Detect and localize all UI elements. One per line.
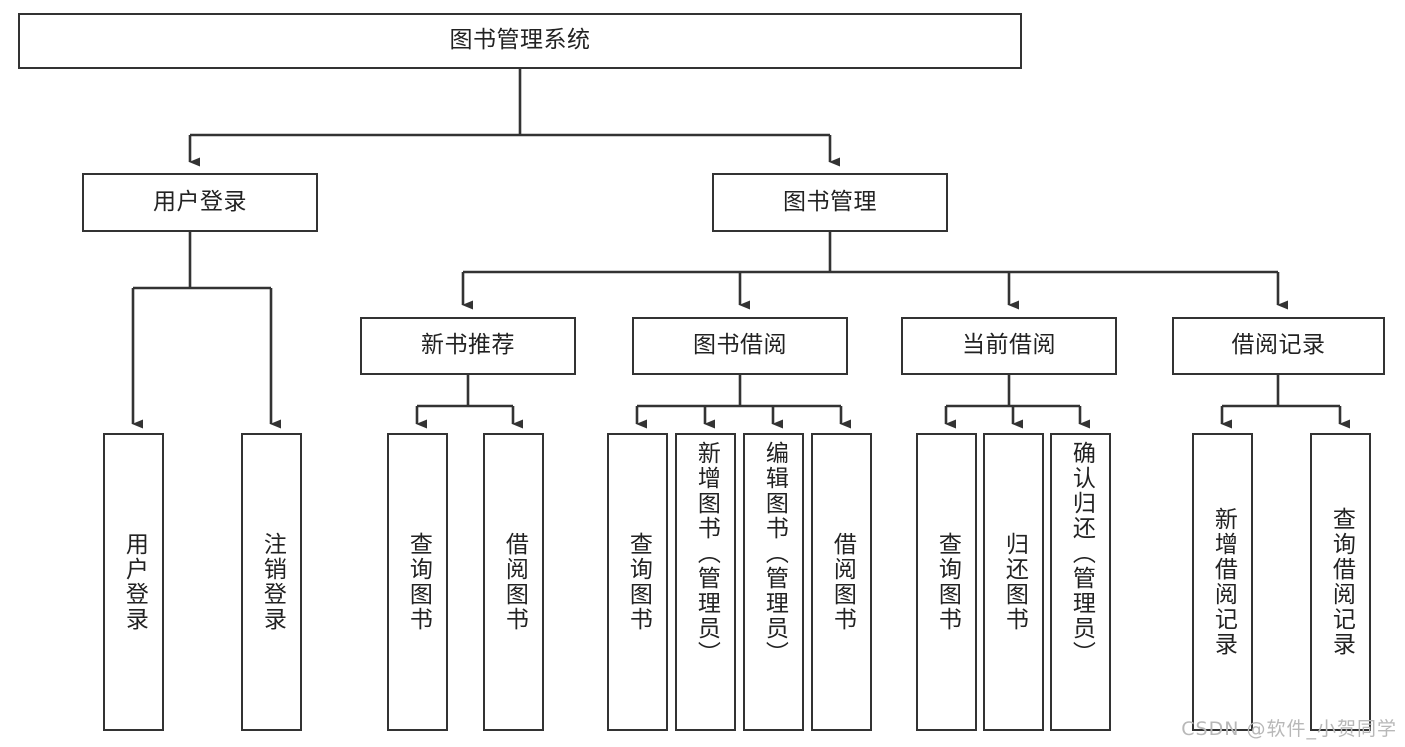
node-leaf-query-book-2-label: 查询图书: [625, 532, 652, 632]
node-leaf-add-book-label: 新增图书（管理员）: [693, 441, 720, 666]
node-current-borrow[interactable]: 当前借阅: [901, 317, 1117, 375]
node-leaf-edit-book-label: 编辑图书（管理员）: [761, 441, 788, 666]
node-borrow-record[interactable]: 借阅记录: [1172, 317, 1385, 375]
node-book-borrow-label: 图书借阅: [693, 332, 787, 359]
node-borrow-record-label: 借阅记录: [1231, 332, 1326, 359]
node-leaf-query-record[interactable]: 查询借阅记录: [1310, 433, 1371, 731]
node-leaf-query-book-1[interactable]: 查询图书: [387, 433, 448, 731]
node-root-label: 图书管理系统: [449, 27, 591, 54]
node-root[interactable]: 图书管理系统: [18, 13, 1022, 69]
node-leaf-add-book[interactable]: 新增图书（管理员）: [675, 433, 736, 731]
node-leaf-logout-login-label: 注销登录: [259, 532, 286, 632]
node-book-borrow[interactable]: 图书借阅: [632, 317, 848, 375]
node-book-management[interactable]: 图书管理: [712, 173, 948, 232]
node-leaf-borrow-book-2-label: 借阅图书: [829, 532, 856, 632]
node-leaf-query-book-2[interactable]: 查询图书: [607, 433, 668, 731]
node-new-book-recommend[interactable]: 新书推荐: [360, 317, 576, 375]
node-leaf-borrow-book-1-label: 借阅图书: [501, 532, 528, 632]
watermark-label: CSDN @软件_小贺同学: [1181, 718, 1397, 740]
node-leaf-edit-book[interactable]: 编辑图书（管理员）: [743, 433, 804, 731]
node-leaf-logout-login[interactable]: 注销登录: [241, 433, 302, 731]
node-leaf-add-record[interactable]: 新增借阅记录: [1192, 433, 1253, 731]
node-leaf-query-record-label: 查询借阅记录: [1328, 507, 1355, 657]
node-leaf-user-login[interactable]: 用户登录: [103, 433, 164, 731]
node-leaf-confirm-return-label: 确认归还（管理员）: [1068, 441, 1095, 666]
node-current-borrow-label: 当前借阅: [962, 332, 1056, 359]
node-leaf-query-book-3-label: 查询图书: [934, 532, 961, 632]
node-leaf-return-book-label: 归还图书: [1001, 532, 1028, 632]
node-leaf-borrow-book-2[interactable]: 借阅图书: [811, 433, 872, 731]
node-leaf-return-book[interactable]: 归还图书: [983, 433, 1044, 731]
node-leaf-query-book-1-label: 查询图书: [405, 532, 432, 632]
node-new-book-recommend-label: 新书推荐: [421, 332, 515, 359]
node-user-login-label: 用户登录: [153, 188, 247, 215]
node-leaf-borrow-book-1[interactable]: 借阅图书: [483, 433, 544, 731]
node-book-management-label: 图书管理: [783, 188, 877, 215]
node-leaf-user-login-label: 用户登录: [121, 532, 148, 632]
node-leaf-query-book-3[interactable]: 查询图书: [916, 433, 977, 731]
node-leaf-confirm-return[interactable]: 确认归还（管理员）: [1050, 433, 1111, 731]
node-user-login[interactable]: 用户登录: [82, 173, 318, 232]
node-leaf-add-record-label: 新增借阅记录: [1210, 507, 1237, 657]
